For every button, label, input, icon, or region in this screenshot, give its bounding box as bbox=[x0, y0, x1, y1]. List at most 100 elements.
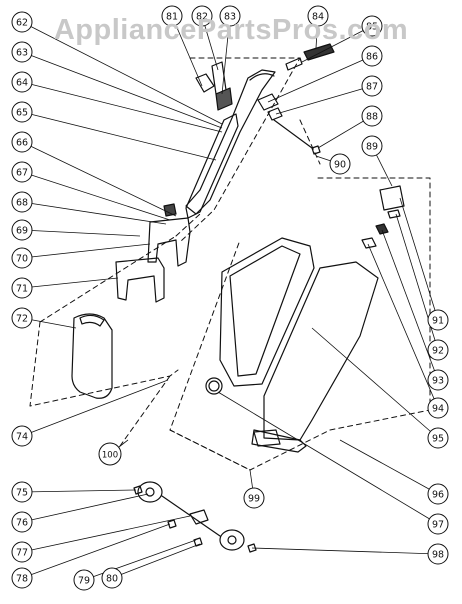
leader-line-95 bbox=[311, 327, 439, 439]
callout-label: 78 bbox=[16, 574, 28, 585]
bracket-upper bbox=[147, 217, 191, 267]
callout-label: 79 bbox=[78, 576, 90, 587]
leader-line-96 bbox=[339, 439, 439, 495]
callout-circle bbox=[101, 567, 123, 589]
leader-line-65 bbox=[21, 111, 217, 161]
leader-line-92 bbox=[395, 213, 439, 351]
leader-line-93 bbox=[381, 229, 439, 381]
callout-89: 89 bbox=[361, 135, 383, 157]
leader-line-78 bbox=[21, 523, 171, 579]
leader-line-74 bbox=[21, 379, 169, 437]
callout-90: 90 bbox=[329, 153, 351, 175]
callout-label: 90 bbox=[334, 160, 346, 171]
wheel-left-hub bbox=[145, 487, 155, 497]
dust-bag-top bbox=[79, 314, 105, 327]
callout-circle bbox=[361, 135, 383, 157]
part-84 bbox=[303, 43, 335, 61]
callout-label: 74 bbox=[16, 432, 28, 443]
part-89 bbox=[379, 185, 405, 211]
front-plate bbox=[253, 429, 281, 447]
callout-76: 76 bbox=[11, 511, 33, 533]
callout-label: 100 bbox=[102, 451, 118, 461]
callout-label: 93 bbox=[432, 376, 444, 387]
leader-line-63 bbox=[21, 51, 223, 129]
leader-line-62 bbox=[21, 21, 223, 125]
callout-97: 97 bbox=[427, 513, 449, 535]
leader-line-98 bbox=[251, 547, 439, 555]
callout-66: 66 bbox=[11, 131, 33, 153]
callout-label: 96 bbox=[432, 490, 444, 501]
part-92 bbox=[387, 209, 401, 219]
callout-circle bbox=[11, 219, 33, 241]
callout-label: 72 bbox=[16, 314, 28, 325]
callout-label: 69 bbox=[16, 226, 28, 237]
leader-line-66 bbox=[21, 141, 177, 217]
leader-line-80 bbox=[111, 543, 201, 579]
part-88 bbox=[273, 119, 321, 155]
callout-label: 64 bbox=[16, 78, 28, 89]
wheel-right bbox=[219, 529, 245, 551]
assembly-outline-99 bbox=[169, 429, 251, 471]
callout-label: 71 bbox=[16, 284, 28, 295]
leader-line-71 bbox=[21, 277, 119, 289]
part-83 bbox=[215, 87, 233, 111]
callout-71: 71 bbox=[11, 277, 33, 299]
callout-label: 98 bbox=[432, 550, 444, 561]
callout-circle bbox=[427, 369, 449, 391]
callout-label: 76 bbox=[16, 518, 28, 529]
callout-label: 84 bbox=[312, 12, 324, 23]
callout-circle bbox=[427, 339, 449, 361]
callout-label: 66 bbox=[16, 138, 28, 149]
callout-95: 95 bbox=[427, 427, 449, 449]
callout-92: 92 bbox=[427, 339, 449, 361]
part-85 bbox=[285, 57, 303, 71]
callout-64: 64 bbox=[11, 71, 33, 93]
callout-circle bbox=[11, 71, 33, 93]
dust-bag bbox=[71, 313, 113, 399]
assembly-outline-90 bbox=[299, 119, 321, 165]
callout-circle bbox=[427, 427, 449, 449]
callout-label: 75 bbox=[16, 488, 28, 499]
leader-line-85 bbox=[301, 25, 373, 63]
part-86 bbox=[257, 93, 279, 111]
outer-bag-inner bbox=[229, 245, 301, 377]
callout-75: 75 bbox=[11, 481, 33, 503]
rear-housing bbox=[263, 261, 379, 441]
callout-label: 82 bbox=[196, 12, 208, 23]
assembly-outline-handle bbox=[179, 57, 301, 243]
assembly-outline-bottom bbox=[29, 321, 179, 447]
callout-circle bbox=[11, 11, 33, 33]
screw-80 bbox=[193, 537, 203, 547]
callout-circle bbox=[361, 15, 383, 37]
callout-label: 97 bbox=[432, 520, 444, 531]
callout-label: 91 bbox=[432, 316, 444, 327]
callout-96: 96 bbox=[427, 483, 449, 505]
callout-62: 62 bbox=[11, 11, 33, 33]
callout-circle bbox=[11, 307, 33, 329]
callout-circle bbox=[427, 309, 449, 331]
callout-label: 63 bbox=[16, 48, 28, 59]
callout-label: 94 bbox=[432, 404, 444, 415]
leader-line-70 bbox=[21, 243, 151, 259]
outer-bag-panel bbox=[219, 237, 315, 387]
callout-94: 94 bbox=[427, 397, 449, 419]
callout-82: 82 bbox=[191, 5, 213, 27]
leader-line-94 bbox=[367, 243, 439, 409]
callout-circle bbox=[11, 511, 33, 533]
callout-circle bbox=[161, 5, 183, 27]
callout-85: 85 bbox=[361, 15, 383, 37]
callout-circle bbox=[98, 442, 122, 466]
callout-circle bbox=[427, 543, 449, 565]
callout-91: 91 bbox=[427, 309, 449, 331]
callout-circle bbox=[73, 569, 95, 591]
handle-tube bbox=[185, 69, 276, 215]
callout-circle bbox=[191, 5, 213, 27]
callout-label: 81 bbox=[166, 12, 178, 23]
callout-label: 67 bbox=[16, 168, 28, 179]
assembly-outline-body bbox=[39, 213, 201, 323]
leader-line-76 bbox=[21, 493, 149, 523]
callout-circle bbox=[361, 45, 383, 67]
wheel-right-hub bbox=[227, 535, 237, 545]
callout-77: 77 bbox=[11, 541, 33, 563]
